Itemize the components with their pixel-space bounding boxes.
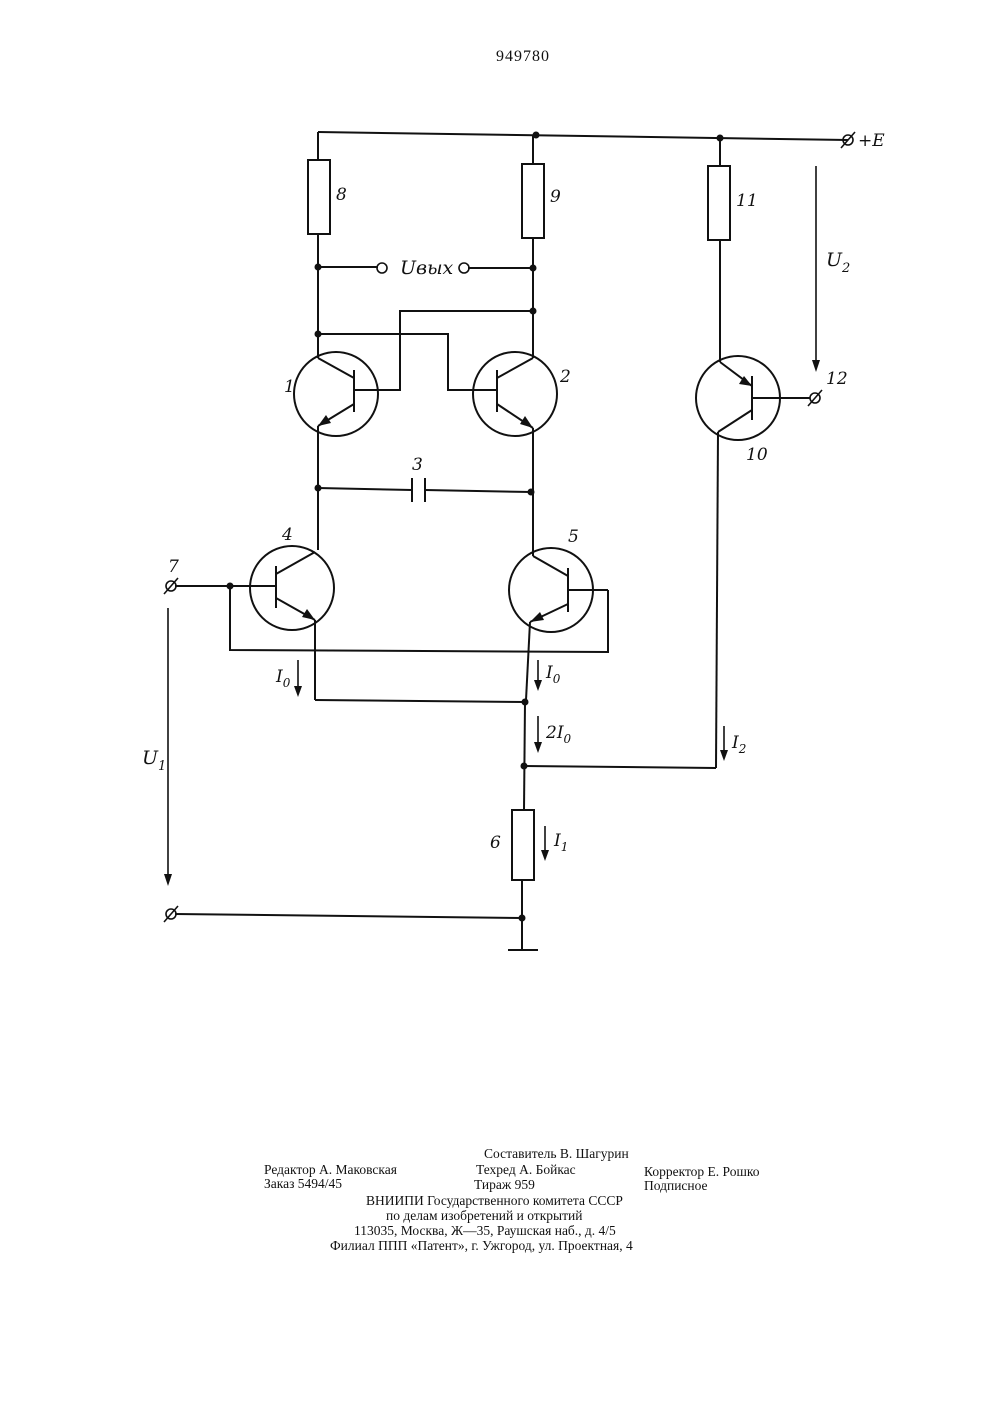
label-r11: 11 <box>736 191 758 211</box>
current-arrow-i2 <box>720 726 728 761</box>
supply-terminal <box>841 132 855 148</box>
output-voltage-label: Uвых <box>400 257 454 279</box>
label-i0-left: I0 <box>275 667 291 690</box>
label-i1: I1 <box>553 831 568 854</box>
terminal-12 <box>808 390 822 406</box>
label-u1: U1 <box>142 747 166 774</box>
output-terminal-right <box>459 263 469 273</box>
supply-label: +E <box>858 131 885 151</box>
transistor-2 <box>472 352 557 436</box>
current-arrow-i1 <box>541 826 549 861</box>
label-u2: U2 <box>826 249 850 276</box>
transistor-1 <box>294 338 378 436</box>
label-t12: 12 <box>826 369 848 389</box>
footer-composer: Составитель В. Шагурин <box>484 1146 629 1162</box>
current-arrow-i0-right <box>534 660 542 691</box>
footer-subscription: Подписное <box>644 1178 708 1194</box>
resistor-6 <box>512 810 534 880</box>
voltage-arrow-u2 <box>812 166 820 372</box>
footer-address: 113035, Москва, Ж—35, Раушская наб., д. … <box>354 1223 616 1239</box>
current-arrow-2i0 <box>534 716 542 753</box>
resistor-9 <box>522 164 544 238</box>
label-q4: 4 <box>281 525 293 545</box>
transistor-10 <box>696 356 810 440</box>
footer-org2: по делам изобретений и открытий <box>386 1208 582 1224</box>
label-i2: I2 <box>731 733 746 756</box>
resistor-8 <box>308 160 330 234</box>
label-r8: 8 <box>336 185 347 205</box>
footer-order: Заказ 5494/45 <box>264 1176 342 1192</box>
label-q5: 5 <box>568 527 579 547</box>
output-terminal-left <box>377 263 387 273</box>
ground-terminal <box>164 906 178 922</box>
transistor-5 <box>509 548 608 632</box>
label-c3: 3 <box>412 455 423 475</box>
label-q10: 10 <box>746 445 768 465</box>
label-t7: 7 <box>168 557 179 577</box>
label-r9: 9 <box>550 187 561 207</box>
footer-org1: ВНИИПИ Государственного комитета СССР <box>366 1193 623 1209</box>
resistor-11 <box>708 166 730 240</box>
current-arrow-i0-left <box>294 660 302 697</box>
label-2i0: 2I0 <box>545 723 572 746</box>
label-q2: 2 <box>559 367 571 387</box>
transistor-4 <box>230 546 334 630</box>
label-r6: 6 <box>490 833 501 853</box>
label-i0-right: I0 <box>545 663 561 686</box>
voltage-arrow-u1 <box>164 608 172 886</box>
supply-rail <box>318 132 848 140</box>
footer-techred: Техред А. Бойкас <box>476 1162 576 1178</box>
input-terminal-7 <box>164 578 178 594</box>
footer-circulation: Тираж 959 <box>474 1177 535 1193</box>
label-q1: 1 <box>284 377 295 397</box>
footer-branch: Филиал ППП «Патент», г. Ужгород, ул. Про… <box>330 1238 633 1254</box>
capacitor-3 <box>412 478 425 502</box>
